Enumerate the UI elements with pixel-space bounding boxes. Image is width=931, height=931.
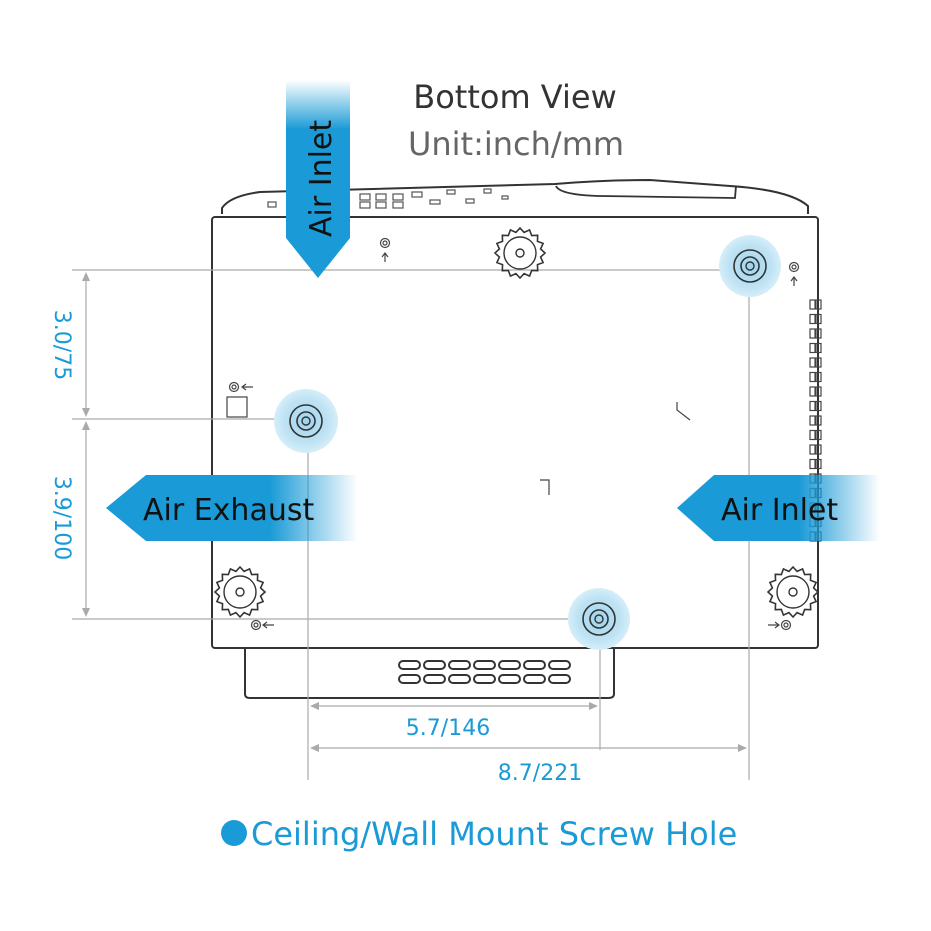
screw-hole-icon [719,235,781,297]
screw-hole-icon [274,389,338,453]
dim-horizontal-short: 5.7/146 [406,716,490,741]
rubber-foot-icon [493,226,547,280]
legend-dot-icon [221,820,247,846]
main-chassis [211,216,819,649]
small-screw-marker [226,237,800,631]
top-edge-buttons [267,188,509,209]
dim-vertical-bottom: 3.9/100 [49,476,74,560]
lower-vent-box [244,648,615,699]
dim-horizontal-long: 8.7/221 [498,761,582,786]
dim-vertical-top: 3.0/75 [49,310,74,380]
air-inlet-top-arrow-icon: Air Inlet [286,80,350,278]
unit-label: Unit:inch/mm [408,125,624,163]
air-exhaust-label: Air Exhaust [143,493,314,528]
screw-hole-icon [568,588,630,650]
page-title: Bottom View [413,78,616,116]
rubber-foot-icon [766,565,820,619]
legend-text: Ceiling/Wall Mount Screw Hole [251,815,737,853]
lens-bump [555,185,737,199]
air-exhaust-arrow-icon: Air Exhaust [106,475,358,541]
dimension-arrowheads [82,272,747,752]
projector-body [211,178,819,699]
air-inlet-right-arrow-icon: Air Inlet [677,475,880,541]
air-inlet-top-label: Air Inlet [304,120,339,237]
rubber-foot-icon [213,565,267,619]
top-cover [221,178,809,214]
lower-vents [398,660,571,684]
air-inlet-right-label: Air Inlet [721,493,838,528]
